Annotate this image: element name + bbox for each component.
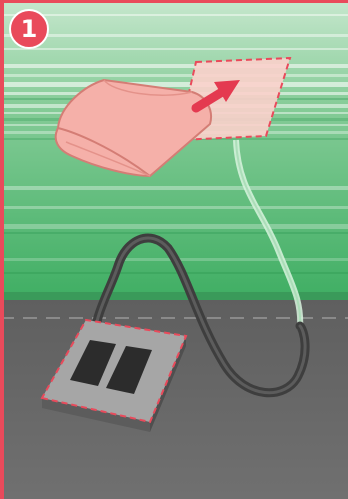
step-number-badge: 1 (9, 9, 49, 49)
frame-left-edge (0, 0, 4, 499)
frame-top-edge (0, 0, 348, 3)
